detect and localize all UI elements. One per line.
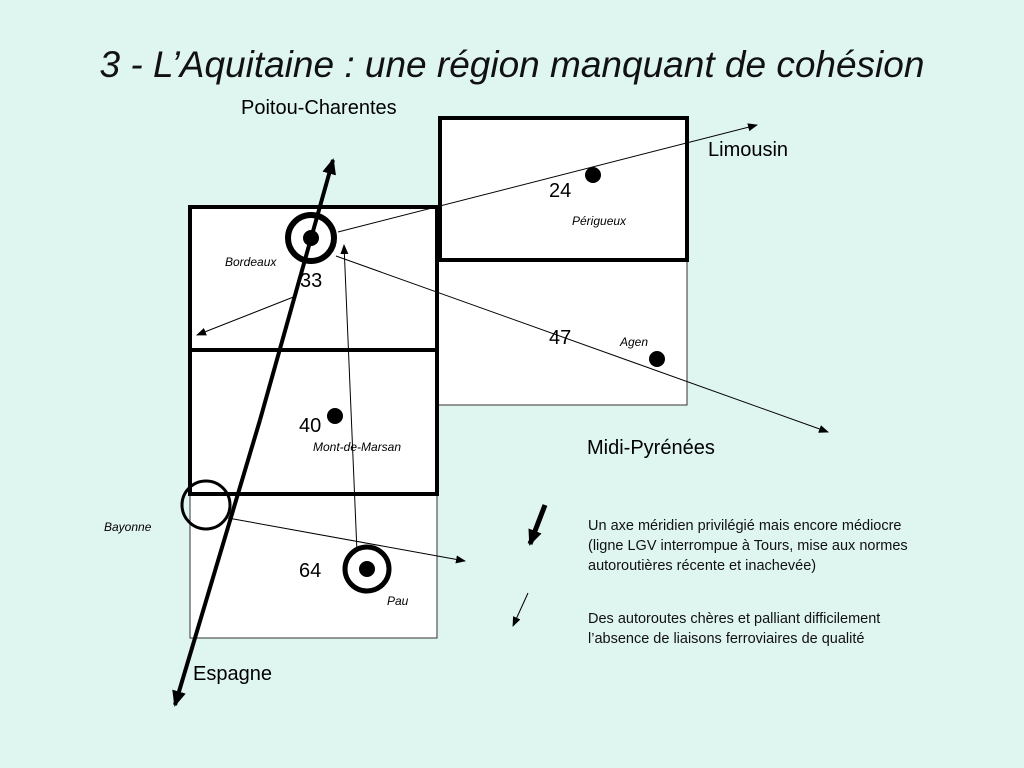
city-bayonne: Bayonne bbox=[104, 520, 152, 534]
dept-code-47: 47 bbox=[549, 327, 571, 349]
arrow-bayonne-east bbox=[227, 517, 466, 564]
label-limousin: Limousin bbox=[708, 139, 788, 161]
agen-dot bbox=[649, 351, 665, 367]
arrow-bordeaux-limousin bbox=[337, 123, 758, 233]
pau-marker bbox=[342, 544, 392, 594]
dept-box-47 bbox=[437, 259, 688, 406]
legend-text-motorways: Des autoroutes chères et palliant diffic… bbox=[588, 611, 881, 647]
bayonne-marker bbox=[180, 479, 232, 531]
perigueux-dot bbox=[585, 167, 601, 183]
dept-box-24 bbox=[438, 116, 689, 262]
city-bordeaux: Bordeaux bbox=[225, 255, 277, 269]
legend-text-meridian-axis: Un axe méridien privilégié mais encore m… bbox=[588, 518, 908, 574]
city-mont-de-marsan: Mont-de-Marsan bbox=[313, 440, 401, 454]
label-espagne: Espagne bbox=[193, 663, 272, 685]
arrow-bordeaux-west bbox=[196, 295, 297, 336]
city-pau: Pau bbox=[387, 594, 409, 608]
dept-code-33: 33 bbox=[300, 270, 322, 292]
dept-code-40: 40 bbox=[299, 415, 321, 437]
arrow-pau-bordeaux bbox=[340, 244, 358, 553]
meridian-axis-south bbox=[172, 419, 262, 707]
dept-code-24: 24 bbox=[549, 180, 571, 202]
dept-code-64: 64 bbox=[299, 560, 321, 582]
bordeaux-marker bbox=[285, 212, 337, 264]
dept-box-40 bbox=[188, 348, 439, 496]
label-midi-pyrenees: Midi-Pyrénées bbox=[587, 437, 715, 459]
legend-thick-arrow-symbol bbox=[527, 504, 548, 546]
label-poitou-charentes: Poitou-Charentes bbox=[241, 97, 397, 119]
legend-thin-arrow-symbol bbox=[512, 592, 529, 627]
arrow-bordeaux-midi-pyrenees bbox=[335, 255, 829, 433]
city-perigueux: Périgueux bbox=[572, 214, 627, 228]
meridian-axis-north bbox=[258, 158, 336, 421]
city-agen: Agen bbox=[619, 335, 648, 349]
mont-de-marsan-dot bbox=[327, 408, 343, 424]
slide-title: 3 - L’Aquitaine : une région manquant de… bbox=[99, 44, 925, 85]
